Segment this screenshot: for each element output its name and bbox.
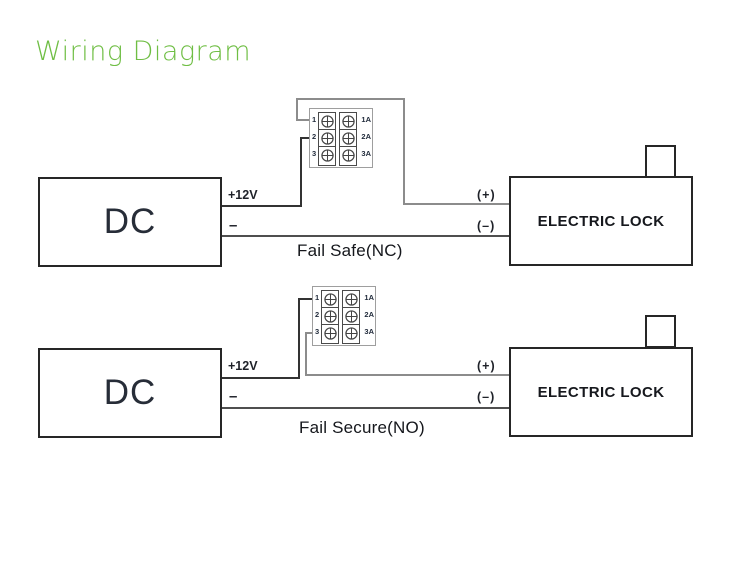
lock-positive-label: (+)	[477, 188, 496, 202]
lock-negative-label: (–)	[477, 390, 496, 404]
screw-terminal-icon	[319, 113, 335, 130]
dc-power-box: DC	[38, 177, 222, 267]
screw-terminal-icon	[319, 130, 335, 147]
screw-terminal-icon	[319, 147, 335, 164]
terminal-strip	[321, 290, 339, 344]
dc-label: DC	[103, 373, 157, 412]
lock-bolt-shape	[645, 315, 676, 348]
wire-to-lock-positive	[305, 374, 509, 376]
terminal-strip	[342, 290, 360, 344]
lock-negative-label: (–)	[477, 219, 496, 233]
wire-loop-drop	[403, 98, 405, 205]
terminal-label: 3A	[364, 327, 374, 336]
plus12v-label: +12V	[228, 188, 258, 202]
screw-terminal-icon	[322, 325, 338, 342]
lock-positive-label: (+)	[477, 359, 496, 373]
diagram-caption: Fail Secure(NO)	[299, 418, 425, 437]
terminal-strip	[339, 112, 357, 166]
terminal-block: 1 2 3 1A 2A 3A	[312, 286, 376, 346]
plus12v-label: +12V	[228, 359, 258, 373]
wire-to-lock-positive	[403, 203, 509, 205]
electric-lock-label: ELECTRIC LOCK	[537, 212, 665, 230]
wire-negative	[222, 235, 509, 237]
wire-plus12v-stub	[300, 137, 309, 139]
screw-terminal-icon	[343, 291, 359, 308]
screw-terminal-icon	[340, 130, 356, 147]
screw-terminal-icon	[340, 147, 356, 164]
screw-terminal-icon	[322, 308, 338, 325]
terminal-label: 2	[315, 310, 320, 319]
terminal-label: 2A	[364, 310, 374, 319]
wire-plus12v-riser	[298, 298, 300, 379]
wire-negative	[222, 407, 509, 409]
wire-plus12v-horizontal	[222, 205, 302, 207]
terminal-label: 3	[312, 149, 317, 158]
terminal-label: 1A	[364, 293, 374, 302]
page-title: Wiring Diagram	[35, 36, 252, 67]
terminal-strip	[318, 112, 336, 166]
terminal-label: 3A	[361, 149, 371, 158]
electric-lock-label: ELECTRIC LOCK	[537, 383, 665, 401]
wire-terminal3-drop	[305, 332, 307, 376]
wire-plus12v-vertical	[300, 137, 302, 207]
wire-terminal1-stub	[296, 119, 309, 121]
terminal-label: 1A	[361, 115, 371, 124]
screw-terminal-icon	[343, 325, 359, 342]
minus-label: –	[229, 388, 238, 405]
terminal-label: 2	[312, 132, 317, 141]
screw-terminal-icon	[340, 113, 356, 130]
screw-terminal-icon	[343, 308, 359, 325]
terminal-block: 1 2 3 1A 2A 3A	[309, 108, 373, 168]
screw-terminal-icon	[322, 291, 338, 308]
terminal-label: 1	[312, 115, 317, 124]
wire-loop-top	[296, 98, 405, 100]
dc-label: DC	[103, 202, 157, 241]
minus-label: –	[229, 217, 238, 234]
diagram-caption: Fail Safe(NC)	[297, 241, 403, 260]
terminal-label: 1	[315, 293, 320, 302]
terminal-label: 3	[315, 327, 320, 336]
electric-lock-box: ELECTRIC LOCK	[509, 176, 693, 266]
lock-bolt-shape	[645, 145, 676, 178]
wire-plus12v-horizontal	[222, 377, 300, 379]
wire-plus12v-stub	[298, 298, 312, 300]
dc-power-box: DC	[38, 348, 222, 438]
electric-lock-box: ELECTRIC LOCK	[509, 347, 693, 437]
terminal-label: 2A	[361, 132, 371, 141]
wire-terminal1-riser	[296, 98, 298, 121]
wire-terminal3-stub	[305, 332, 312, 334]
